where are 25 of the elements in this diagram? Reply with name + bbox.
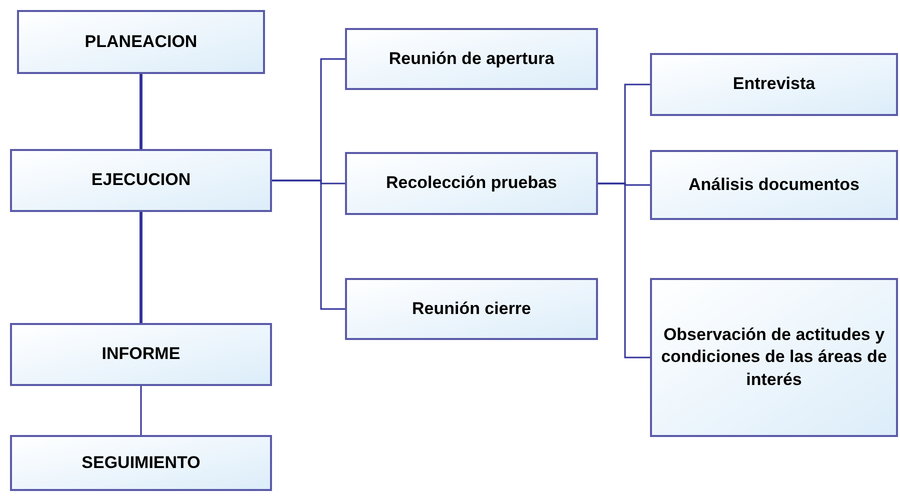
connector-line	[272, 180, 345, 310]
process-box	[345, 152, 598, 215]
process-box	[650, 53, 898, 116]
box-label: Observación de actitudes y condiciones de las áreas de interés	[660, 324, 888, 391]
process-box	[10, 435, 272, 491]
connector-line	[140, 386, 142, 435]
box-label: Análisis documentos	[688, 174, 860, 196]
box-label: INFORME	[102, 343, 180, 366]
process-box	[345, 278, 598, 340]
process-box	[17, 10, 265, 74]
process-box	[650, 278, 898, 437]
box-label: Recolección pruebas	[386, 172, 557, 194]
process-box	[10, 323, 272, 386]
box-label: Reunión de apertura	[388, 48, 554, 70]
box-label: EJECUCION	[91, 169, 191, 192]
connector-line	[140, 74, 142, 149]
box-label: Entrevista	[732, 73, 816, 96]
connector-line	[598, 182, 650, 358]
process-box	[650, 150, 898, 220]
process-box	[345, 28, 598, 90]
box-label: PLANEACION	[84, 30, 198, 53]
box-label: Reunión cierre	[412, 298, 532, 320]
connector-line	[140, 212, 142, 323]
process-box	[10, 149, 272, 212]
box-label: SEGUIMIENTO	[82, 452, 200, 474]
